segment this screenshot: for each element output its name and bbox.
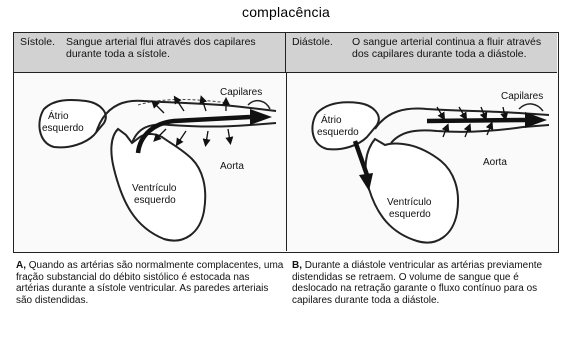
right-atrium-label-line1: Átrio [321,113,342,126]
right-aorta-lower-wall [390,124,550,144]
systole-header: Sístole. Sangue arterial flui através do… [14,33,286,73]
left-main-arrowhead [250,109,272,125]
right-filling-arrow [352,140,370,176]
right-recoil-arrows [436,106,509,138]
left-capillary-bulge [247,99,271,110]
right-aorta-upper-wall [374,107,550,130]
right-ventricle-shape [364,137,459,244]
right-atrium-label-line2: esquerdo [317,127,359,138]
caption-a-letter: A, [16,260,26,271]
systole-heart-diagram: Átrio esquerdo Capilares Aorta Ventrícul… [38,87,277,242]
right-capillaries-label: Capilares [501,91,543,102]
left-aorta-lower-wall [131,122,277,144]
left-atrium-label-line1: Átrio [48,109,69,122]
diastole-description: O sangue arterial continua a fluir atrav… [352,36,542,60]
diagram-frame: Sístole. Sangue arterial flui através do… [13,32,559,253]
caption-a: A, Quando as artérias são normalmente co… [16,260,284,306]
diastole-phase-label: Diástole. [292,36,333,48]
right-main-flow-arrow [426,117,526,124]
right-aorta-label: Aorta [483,157,507,168]
right-ventricle-label-line2: esquerdo [389,209,431,220]
left-aorta-upper-wall [95,99,277,134]
right-atrium-shape [311,101,380,151]
left-distended-wall [137,99,229,106]
left-capillaries-label: Capilares [220,87,262,98]
caption-b: B, Durante a diástole ventricular as art… [292,260,564,306]
left-distension-arrows [151,95,234,147]
diagram-title: complacência [242,4,330,20]
left-aorta-label: Aorta [220,161,244,172]
left-main-flow-arrow [135,114,251,154]
caption-a-text: Quando as artérias são normalmente compl… [16,260,284,306]
diastole-header: Diástole. O sangue arterial continua a f… [286,33,557,73]
right-ventricle-label-line1: Ventrículo [387,197,432,208]
left-ventricle-label-line2: esquerdo [134,195,176,206]
left-atrium-label-line2: esquerdo [42,123,84,134]
right-filling-arrowhead [359,173,373,191]
left-atrium-shape [38,99,107,149]
systole-description: Sangue arterial flui através dos capilar… [66,36,256,60]
left-ventricle-label-line1: Ventrículo [132,183,177,194]
caption-b-text: Durante a diástole ventricular as artéri… [292,260,543,306]
caption-b-letter: B, [292,260,302,271]
panel-divider [286,73,287,251]
diastole-heart-diagram: Átrio esquerdo Capilares Aorta Ventrícul… [311,91,550,244]
right-capillary-bulge [518,103,544,112]
systole-phase-label: Sístole. [20,36,56,48]
right-main-arrowhead [525,112,547,128]
